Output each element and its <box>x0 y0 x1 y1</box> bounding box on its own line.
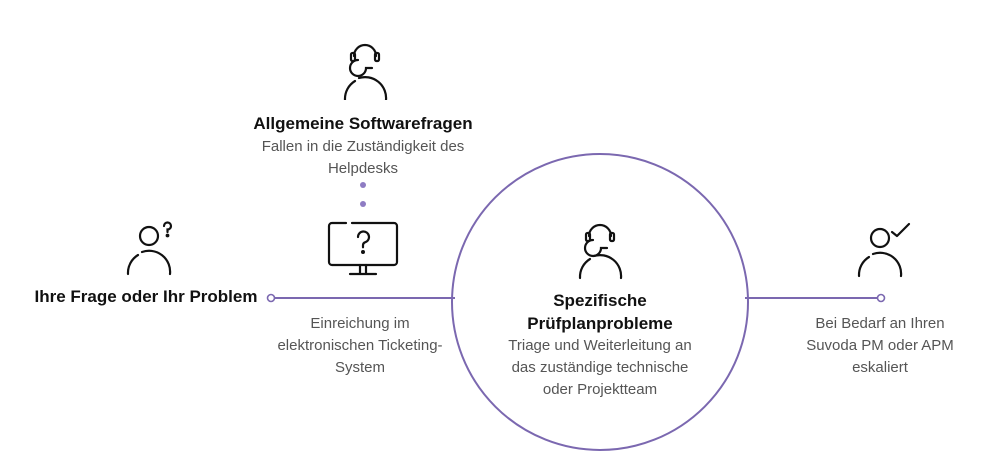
central-circle <box>451 153 749 451</box>
specific-title-line: Spezifische <box>553 291 647 310</box>
connector-start-node <box>266 293 276 303</box>
escalation-description: Bei Bedarf an Ihren Suvoda PM oder APM e… <box>790 313 970 379</box>
dot-lower <box>360 201 366 207</box>
general-description-line: Fallen in die Zuständigkeit des <box>261 138 465 155</box>
general-description-line: Helpdesks <box>327 160 399 177</box>
person-question-icon <box>120 218 180 278</box>
dot-upper <box>360 182 366 188</box>
ticketing-description-line: Einreichung im <box>310 315 410 332</box>
specific-title: Spezifische Prüfplanprobleme <box>480 289 720 335</box>
ticketing-description-line: System <box>334 359 385 376</box>
question-title: Ihre Frage oder Ihr Problem <box>34 287 258 306</box>
person-headset-icon <box>570 218 630 280</box>
person-headset-icon <box>335 38 395 100</box>
general-description: Fallen in die Zuständigkeit des Helpdesk… <box>235 136 491 180</box>
escalation-description-line: Suvoda PM oder APM <box>806 337 954 354</box>
specific-description: Triage und Weiterleitung an das zuständi… <box>480 335 720 401</box>
monitor-question-icon <box>326 220 400 278</box>
person-check-icon <box>852 216 918 278</box>
escalation-description-line: Bei Bedarf an Ihren <box>815 315 945 332</box>
ticketing-description-line: elektronischen Ticketing- <box>277 337 443 354</box>
specific-title-line: Prüfplanprobleme <box>527 314 673 333</box>
general-title: Allgemeine Softwarefragen <box>253 114 473 133</box>
specific-description-line: oder Projektteam <box>542 381 658 398</box>
specific-description-line: Triage und Weiterleitung an <box>508 337 692 354</box>
ticketing-description: Einreichung im elektronischen Ticketing-… <box>260 313 460 379</box>
specific-description-line: das zuständige technische <box>511 359 689 376</box>
escalation-description-line: eskaliert <box>852 359 908 376</box>
connector-end-node <box>876 293 886 303</box>
